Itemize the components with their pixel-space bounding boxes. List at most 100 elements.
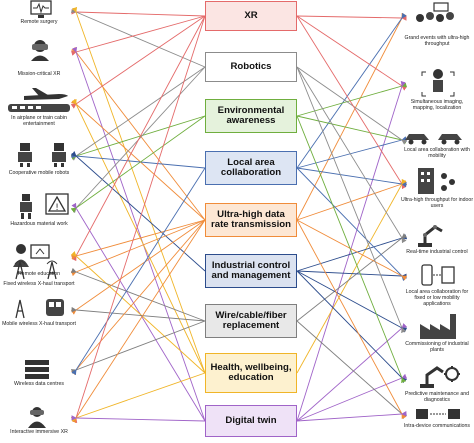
box-label: Environmental awareness (217, 104, 285, 126)
person-scan-icon (421, 69, 455, 97)
connection-line (296, 320, 408, 420)
connection-line (70, 219, 206, 315)
connection-line (70, 219, 206, 260)
connection-line (296, 167, 407, 188)
connection-line (70, 15, 206, 109)
device-collab-icon (421, 264, 455, 286)
connection-line (70, 219, 206, 277)
connection-line (296, 270, 408, 384)
connection-line (71, 167, 206, 376)
right-label-industrial-control: Real-time industrial control (406, 249, 468, 255)
connection-line (296, 15, 408, 91)
hazmat-robot-icon: ! (20, 193, 69, 219)
left-label-mobile-xhaul: Mobile wireless X-haul transport (2, 321, 76, 327)
connection-line (296, 15, 407, 21)
box-wire-replacement: Wire/cable/fiber replacement (205, 304, 297, 338)
connection-line (70, 66, 206, 161)
box-health-wellbeing-education: Health, wellbeing, education (205, 353, 297, 393)
connection-line (296, 234, 408, 272)
left-label-data-centres: Wireless data centres (14, 381, 64, 387)
connection-line (70, 320, 206, 375)
robots-icon (18, 143, 66, 167)
connection-line (70, 115, 206, 213)
left-label-immersive-xr: Interactive immersive XR (10, 429, 68, 435)
right-label-intra-device: Intra-device communications (403, 423, 471, 429)
airplane-train-icon (8, 88, 70, 112)
box-xr: XR (205, 1, 297, 31)
box-digital-twin: Digital twin (205, 405, 297, 437)
train-antenna-icon (15, 299, 64, 319)
connection-line (71, 46, 206, 422)
connection-line (71, 219, 206, 376)
connection-line (296, 136, 408, 169)
cars-icon (405, 134, 462, 145)
connection-line (70, 7, 206, 68)
right-label-predictive-maintenance: Predictive maintenance and diagnostics (404, 391, 470, 403)
connection-line (72, 15, 206, 424)
connection-line (296, 66, 407, 334)
connection-line (296, 66, 407, 244)
box-environmental-awareness: Environmental awareness (205, 99, 297, 133)
teacher-screen-icon (13, 244, 50, 267)
connection-line (71, 219, 206, 424)
connection-line (296, 115, 407, 384)
box-label: Digital twin (225, 414, 277, 426)
connection-line (296, 411, 407, 422)
right-label-grand-events: Grand events with ultra-high throughput (404, 35, 470, 47)
vr-user-icon (28, 407, 46, 428)
connection-line (296, 219, 407, 420)
connection-line (296, 66, 408, 145)
connection-line (71, 415, 206, 422)
crowd-icon (416, 2, 454, 22)
svg-text:!: ! (55, 203, 59, 213)
connection-line (296, 270, 407, 279)
connection-line (296, 15, 407, 190)
connection-line (70, 150, 206, 272)
vr-headset-icon (31, 40, 49, 61)
box-label: Local area collaboration (220, 156, 282, 178)
left-label-remote-education: Remote education (17, 271, 61, 277)
connection-line (70, 66, 206, 214)
server-rack-icon (25, 360, 49, 379)
left-label-hazardous-work: Hazardous material work (10, 221, 68, 227)
maintenance-icon (420, 366, 460, 388)
connection-line (296, 167, 408, 282)
connection-line (296, 82, 408, 117)
connection-line (296, 115, 407, 144)
connection-line (70, 267, 206, 322)
box-local-area-collaboration: Local area collaboration (205, 151, 297, 185)
box-label: Wire/cable/fiber replacement (215, 309, 287, 331)
connection-line (296, 322, 408, 422)
box-industrial-control: Industrial control and management (205, 254, 297, 288)
box-label: XR (244, 9, 258, 21)
left-label-cabin-entertainment: In airplane or train cabin entertainment (11, 115, 67, 127)
connection-line (70, 250, 206, 374)
connection-line (296, 373, 408, 422)
connection-line (71, 9, 206, 17)
box-label: Ultra-high data rate transmission (211, 208, 291, 230)
right-label-indoor-throughput: Ultra-high throughput for indoor users (400, 197, 474, 209)
radio-tower-icon (14, 260, 58, 280)
left-label-cooperative-robots: Cooperative mobile robots (8, 170, 70, 176)
building-users-icon (418, 168, 455, 194)
connection-line (296, 179, 408, 221)
box-label: Health, wellbeing, education (210, 361, 292, 383)
connection-line (71, 306, 206, 322)
right-label-imaging-mapping: Simultaneous imaging, mapping, localizat… (410, 99, 464, 111)
box-label: Robotics (230, 60, 272, 72)
left-label-mission-critical-xr: Mission-critical XR (17, 71, 61, 77)
connection-line (296, 270, 408, 333)
box-label: Industrial control and management (211, 259, 291, 281)
connection-line (296, 233, 408, 322)
factory-icon (420, 314, 456, 339)
connection-line (70, 15, 206, 56)
connection-line (70, 372, 206, 423)
connection-line (71, 98, 206, 374)
robot-arm-icon (418, 225, 443, 247)
surgery-monitor-icon (30, 0, 52, 18)
chips-icon (416, 409, 460, 419)
connection-line (296, 178, 407, 374)
right-label-commissioning: Commissioning of industrial plants (405, 341, 469, 353)
